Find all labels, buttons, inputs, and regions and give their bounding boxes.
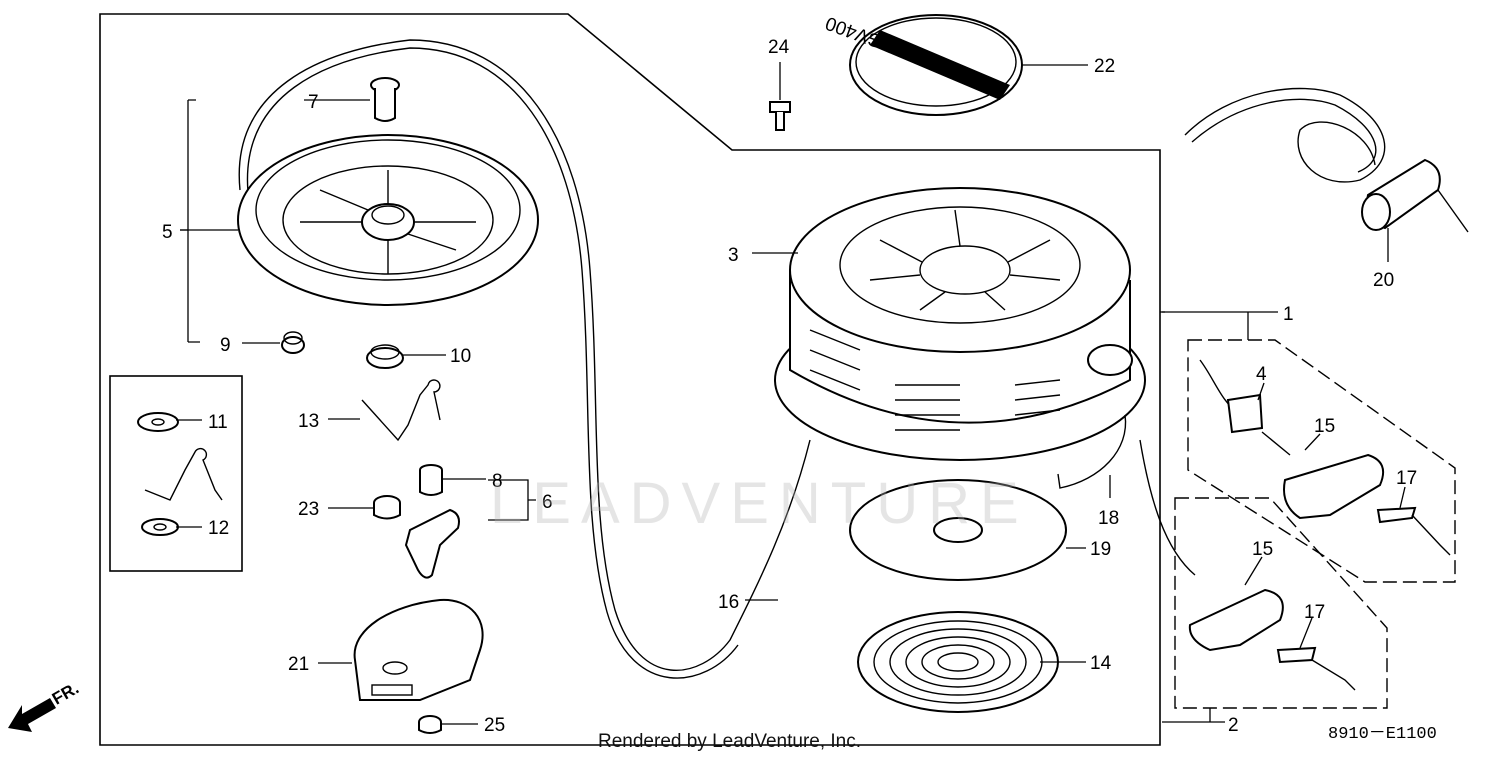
spring-plate xyxy=(849,479,1067,581)
washer-subframe xyxy=(109,375,243,572)
ratchet-pawl xyxy=(404,508,460,579)
bracket-5 xyxy=(180,99,200,343)
callout-6: 6 xyxy=(542,492,553,513)
group-1-grip xyxy=(1199,359,1451,556)
callout-15a: 15 xyxy=(1314,416,1335,437)
ratchet-nut xyxy=(373,495,401,520)
ratchet-collar xyxy=(419,464,443,496)
render-credit: Rendered by LeadVenture, Inc. xyxy=(598,731,862,752)
callout-8: 8 xyxy=(492,471,503,492)
ratchet-guide xyxy=(366,344,404,369)
callout-13: 13 xyxy=(298,411,319,432)
callout-1: 1 xyxy=(1283,304,1294,325)
washer-upper xyxy=(137,412,179,432)
washer-spring xyxy=(144,447,223,501)
callout-12: 12 xyxy=(208,518,229,539)
callout-9: 9 xyxy=(220,335,231,356)
callout-25: 25 xyxy=(484,715,505,736)
group-2-bracket xyxy=(1162,708,1225,723)
callout-5: 5 xyxy=(162,222,173,243)
callout-2: 2 xyxy=(1228,715,1239,736)
callout-3: 3 xyxy=(728,245,739,266)
assembly-frame xyxy=(99,13,1161,746)
flange-bolt-24 xyxy=(769,101,791,131)
callout-15b: 15 xyxy=(1252,539,1273,560)
callout-4: 4 xyxy=(1256,364,1267,385)
bracket-6 xyxy=(488,479,536,521)
honda-emblem xyxy=(849,14,1023,116)
ratchet-spring xyxy=(281,331,305,354)
starter-rope xyxy=(238,39,811,679)
callout-23: 23 xyxy=(298,499,319,520)
group-2-grip xyxy=(1139,439,1356,691)
callout-22: 22 xyxy=(1094,56,1115,77)
callout-14: 14 xyxy=(1090,653,1112,674)
collar xyxy=(370,77,400,122)
washer-lower xyxy=(141,518,179,536)
starter-knob-rope xyxy=(1184,87,1469,233)
starter-reel xyxy=(237,134,539,306)
leader-lines xyxy=(176,62,1406,725)
callout-16: 16 xyxy=(718,592,739,613)
reel-cover xyxy=(353,598,484,701)
callout-17a: 17 xyxy=(1396,468,1417,489)
callout-20: 20 xyxy=(1373,270,1394,291)
callout-18: 18 xyxy=(1098,508,1119,529)
flange-bolt-25 xyxy=(418,715,442,734)
diagram-code: 8910－E1100 xyxy=(1328,725,1437,744)
callout-11: 11 xyxy=(208,412,228,433)
friction-spring xyxy=(361,379,441,442)
callout-10: 10 xyxy=(450,346,471,367)
callout-21: 21 xyxy=(288,654,309,675)
rope-guide-hook xyxy=(1057,414,1127,489)
group-2-frame xyxy=(1174,497,1388,709)
group-1-bracket xyxy=(1162,311,1278,340)
group-1-frame xyxy=(1187,339,1456,583)
callout-19: 19 xyxy=(1090,539,1111,560)
callout-24: 24 xyxy=(768,37,790,58)
front-direction-arrow xyxy=(8,698,56,732)
callout-17b: 17 xyxy=(1304,602,1325,623)
starter-case xyxy=(774,187,1146,461)
recoil-spiral-spring xyxy=(857,611,1059,713)
callout-7: 7 xyxy=(308,92,319,113)
